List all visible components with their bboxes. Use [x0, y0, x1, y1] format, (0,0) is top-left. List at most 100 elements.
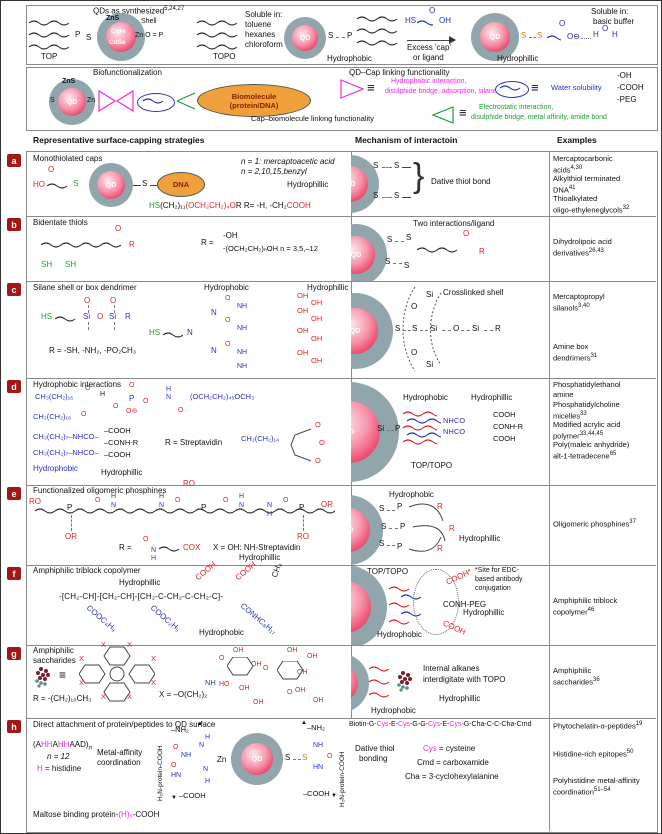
row-divider	[26, 565, 656, 566]
qd-core: QD	[241, 743, 273, 775]
example-line: Oligomeric phosphines37	[553, 519, 636, 529]
example-refs: 65	[609, 451, 617, 457]
hydrophillic-label: Hydrophillic	[101, 468, 143, 477]
water-solubility-wave	[500, 85, 521, 91]
equiv-icon: ≡	[459, 105, 467, 120]
ring-oxygen-label: O	[287, 689, 293, 696]
oxygen-label: O	[110, 296, 117, 305]
example-refs: 50	[626, 749, 634, 755]
edc-note-line: *Site for EDC-	[475, 567, 519, 574]
row-h-title: Direct attachment of protein/peptides to…	[33, 720, 216, 729]
example-line: alt-1-tetradecene65	[553, 451, 616, 461]
cooh-label: –COOH	[179, 791, 206, 800]
row-divider	[26, 281, 656, 282]
topo-ligand-squiggles	[197, 20, 238, 50]
mechanism-label: Two interactions/ligand	[413, 219, 495, 228]
chain-squiggle	[47, 183, 68, 189]
example-line: Mercaptocarbonic	[553, 154, 613, 163]
example-refs: 32	[622, 205, 630, 211]
row-e-title: Functionalized oligomeric phosphines	[33, 486, 167, 495]
oxygen-label: O	[113, 403, 119, 410]
shell-label: Shell	[141, 18, 157, 25]
micelle-dotted-arc	[413, 569, 459, 635]
row-g-mechanism-cell: QD Internal alkanes interdigitate with T…	[351, 645, 549, 718]
hydroxyl-label: OH	[253, 699, 264, 706]
alkyl-squiggle	[369, 692, 390, 698]
top-label: TOP	[41, 52, 58, 61]
row-divider	[26, 216, 656, 217]
dashed-bond	[114, 305, 115, 313]
dashed-bond	[114, 322, 115, 330]
chain-squiggle	[41, 242, 121, 248]
r-group-label: R	[437, 502, 443, 511]
qd-core: QD	[351, 308, 378, 354]
phosphorus-label: P	[400, 522, 406, 531]
hydroxyl-label: OH	[307, 653, 318, 660]
hydrophillic-label: Hydrophillic	[287, 180, 329, 189]
sulfur-label: S	[412, 324, 418, 333]
cap-bowtie-icon	[98, 89, 134, 113]
seq-segment: A	[52, 740, 58, 749]
bond-line	[402, 197, 411, 198]
cdse-label: CdSe	[109, 39, 126, 46]
crosslink-arcs	[402, 286, 442, 372]
x-substituent: X	[79, 654, 85, 663]
example-line: coordination51–54	[553, 787, 611, 797]
example-refs: 26,43	[588, 248, 604, 254]
amide-nh-label: NH	[205, 678, 216, 687]
thiol-squiggle	[417, 20, 433, 26]
sulfur-label: S	[521, 31, 527, 40]
or-label: OR	[321, 500, 333, 509]
row-g-title-line: Amphiphilic	[33, 646, 74, 655]
example-text: Phytochelatin-α-peptides	[553, 721, 636, 731]
sulfur-label: S	[285, 753, 291, 762]
silicon-label: Si	[109, 312, 117, 321]
row-a-note: n = 1: mercaptoacetic acid	[241, 157, 335, 166]
dashed-bond	[336, 37, 345, 38]
example-line: Phytochelatin-α-peptides19	[553, 721, 642, 731]
seq-segment: -E-	[440, 721, 450, 728]
example-line: oligo-ethyleneglycols32	[553, 205, 629, 215]
qd-core: QD	[351, 401, 380, 463]
qd-core: QD	[351, 581, 371, 633]
n-equals-label: n = 12	[47, 752, 70, 761]
hydrophillic-label: Hydrophillic	[307, 283, 349, 292]
conh-r-label: CONH-R	[493, 422, 523, 431]
row-b-title: Bidentate thiols	[33, 218, 88, 227]
ho-label: HO	[219, 681, 230, 688]
example-line: Amine box	[553, 342, 589, 351]
oxygen-label: O	[85, 385, 91, 392]
phosphorus-label: P	[75, 30, 81, 39]
dashed-bond	[395, 241, 404, 242]
column-header-mechanism: Mechanism of interactoin	[355, 135, 458, 145]
anhydride-ring	[290, 428, 312, 462]
oxygen-label: O	[225, 341, 231, 348]
zinc-label: Zn	[87, 97, 96, 104]
row-divider	[26, 485, 656, 486]
magenta-legend-line: Hydrophobic interaction,	[391, 78, 467, 85]
dative-thiol-line: Dative thiol	[355, 744, 395, 753]
top-topo-label: TOP/TOPO	[411, 461, 453, 470]
thiol-hs-label: HS	[405, 16, 417, 25]
hydroxyl-label: OH	[313, 697, 324, 704]
nitrogen-label: N	[239, 502, 245, 509]
metal-affinity-line: coordination	[97, 758, 141, 767]
end-group-oh: -OH	[617, 71, 632, 80]
nitrogen-label: N	[151, 547, 157, 554]
water-solubility-label: Water solubility	[551, 83, 602, 92]
seq-segment: AAD)	[69, 740, 89, 749]
mechanism-label: Crosslinked shell	[443, 288, 504, 297]
example-text: silanols	[553, 303, 579, 313]
r-definition-label: R = -(CH₂)₁₀CH₃	[33, 694, 92, 703]
green-legend-line: disulphide bridge, metal affinity, amide…	[471, 114, 607, 121]
cooh-label: COOH	[493, 410, 516, 419]
dna-label: DNA	[172, 180, 190, 189]
hydrophobic-label: Hydrophobic	[389, 490, 434, 499]
edc-note-line: based antibody	[475, 576, 523, 583]
seq-subscript: n	[88, 745, 92, 752]
r-equals-label: R =	[201, 238, 214, 247]
dashed-bond	[484, 330, 493, 331]
quantum-dot	[97, 13, 145, 61]
example-line: polymer33,44,45	[553, 431, 603, 441]
bond-line	[133, 185, 141, 186]
